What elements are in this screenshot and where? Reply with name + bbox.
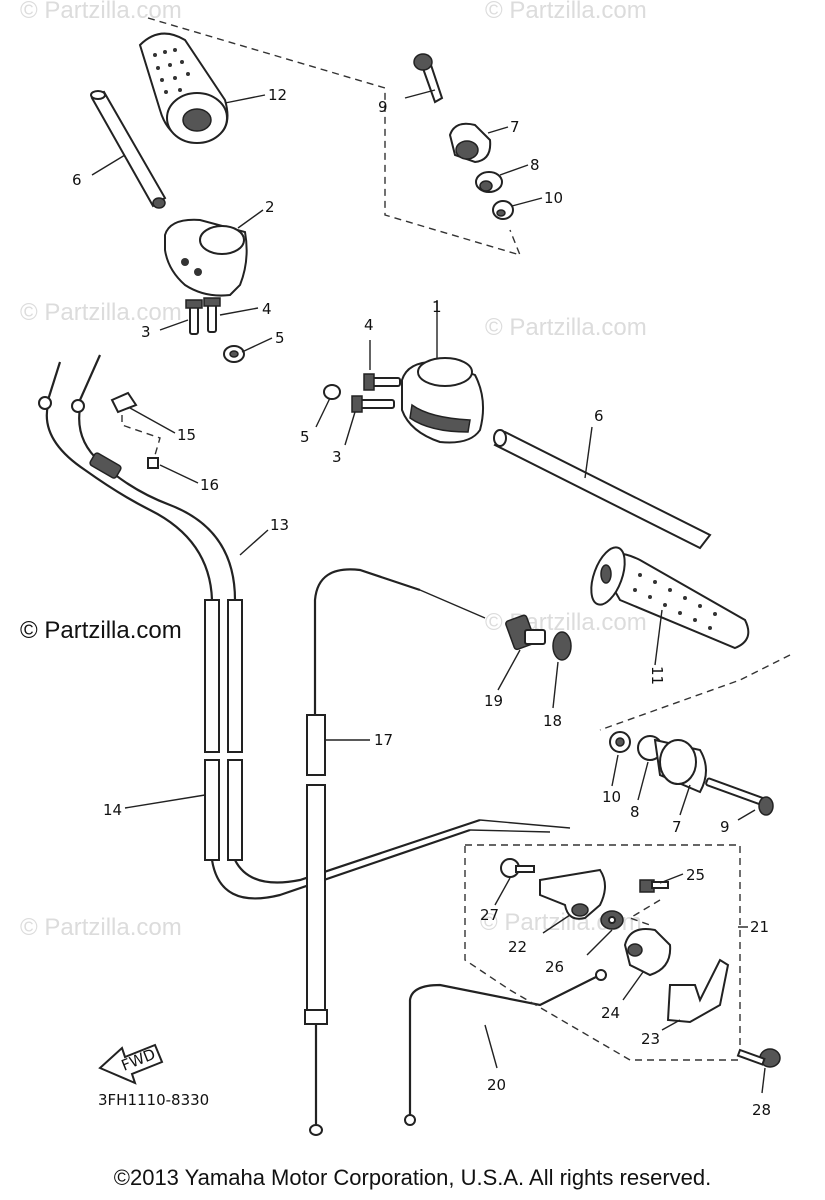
callout-8: 8 <box>530 156 540 174</box>
watermark: © Partzilla.com <box>20 299 182 326</box>
grip-left <box>138 32 229 144</box>
callout-12: 12 <box>268 86 287 104</box>
nut-10-right <box>609 731 631 753</box>
callout-10: 10 <box>544 189 563 207</box>
handlebar-holder-left <box>164 218 248 297</box>
callout-28: 28 <box>752 1101 771 1119</box>
bolt-3-right <box>351 395 395 413</box>
callout-7: 7 <box>672 818 682 836</box>
watermark: © Partzilla.com <box>485 314 647 341</box>
callout-3: 3 <box>141 323 151 341</box>
bolt-4-left <box>203 297 221 333</box>
balancer-weight-right <box>653 738 707 794</box>
forward-arrow-icon: FWD <box>98 1043 164 1085</box>
group-outline-top <box>147 17 522 257</box>
callout-10: 10 <box>602 788 621 806</box>
adjuster-19 <box>505 614 546 651</box>
grip-right <box>590 546 750 650</box>
handlebar-left <box>90 90 167 209</box>
screw-25 <box>639 879 669 893</box>
leader-lines <box>91 89 766 1094</box>
callout-23: 23 <box>641 1030 660 1048</box>
callout-2: 2 <box>265 198 275 216</box>
group-outline-right <box>599 654 791 731</box>
callout-6: 6 <box>72 171 82 189</box>
copyright-notice: ©2013 Yamaha Motor Corporation, U.S.A. A… <box>113 1165 712 1190</box>
callout-4: 4 <box>262 300 272 318</box>
dashed-leader <box>628 899 661 926</box>
callout-8: 8 <box>630 803 640 821</box>
callout-15: 15 <box>177 426 196 444</box>
callout-14: 14 <box>103 801 122 819</box>
callout-4: 4 <box>364 316 374 334</box>
callout-16: 16 <box>200 476 219 494</box>
callout-5: 5 <box>275 329 285 347</box>
callout-20: 20 <box>487 1076 506 1094</box>
bracket-23 <box>666 958 730 1024</box>
callout-5: 5 <box>300 428 310 446</box>
callout-27: 27 <box>480 906 499 924</box>
callout-6: 6 <box>594 407 604 425</box>
cable-20 <box>404 969 607 1126</box>
throttle-cable-13 <box>38 354 243 753</box>
callout-9: 9 <box>378 98 388 116</box>
handlebar-holder-right <box>401 357 485 444</box>
handlebar-right <box>493 429 712 550</box>
watermark: © Partzilla.com <box>485 0 647 24</box>
callout-13: 13 <box>270 516 289 534</box>
lever-22 <box>539 868 606 920</box>
callout-22: 22 <box>508 938 527 956</box>
callout-11: 11 <box>648 666 666 685</box>
callout-17: 17 <box>374 731 393 749</box>
group-outline-21 <box>464 844 741 1061</box>
dashed-leader <box>121 415 161 456</box>
callout-24: 24 <box>601 1004 620 1022</box>
callout-7: 7 <box>510 118 520 136</box>
callout-25: 25 <box>686 866 705 884</box>
washer-26 <box>600 910 624 930</box>
collar-top <box>475 171 503 193</box>
nut-10-top <box>492 200 514 220</box>
locknut-18 <box>552 631 572 661</box>
callout-18: 18 <box>543 712 562 730</box>
lever-24 <box>623 928 672 977</box>
bolt-9-top <box>413 53 444 104</box>
diagram-code: 3FH1110-8330 <box>98 1091 209 1109</box>
watermark-main: © Partzilla.com <box>20 617 182 644</box>
watermark: © Partzilla.com <box>20 914 182 941</box>
screw-27 <box>500 858 535 878</box>
callout-labels: 12 9 7 8 10 6 2 4 3 5 1 4 5 3 6 15 16 13… <box>72 86 771 1119</box>
bolt-4-right <box>363 373 401 391</box>
cable-end-15 <box>110 391 138 414</box>
callout-9: 9 <box>720 818 730 836</box>
cable-end-16 <box>147 457 159 469</box>
bolt-28 <box>736 1048 781 1068</box>
bolt-3-left <box>185 299 203 335</box>
callout-26: 26 <box>545 958 564 976</box>
balancer-weight-top <box>448 122 492 164</box>
throttle-cable-14 <box>204 759 571 900</box>
watermark: © Partzilla.com <box>20 0 182 24</box>
clutch-cable-17 <box>304 568 486 1136</box>
callout-3: 3 <box>332 448 342 466</box>
nut-5-right <box>323 384 341 400</box>
callout-19: 19 <box>484 692 503 710</box>
callout-1: 1 <box>432 298 442 316</box>
bolt-9-right <box>705 777 774 816</box>
callout-21: 21 <box>750 918 769 936</box>
nut-5-left <box>223 345 245 363</box>
